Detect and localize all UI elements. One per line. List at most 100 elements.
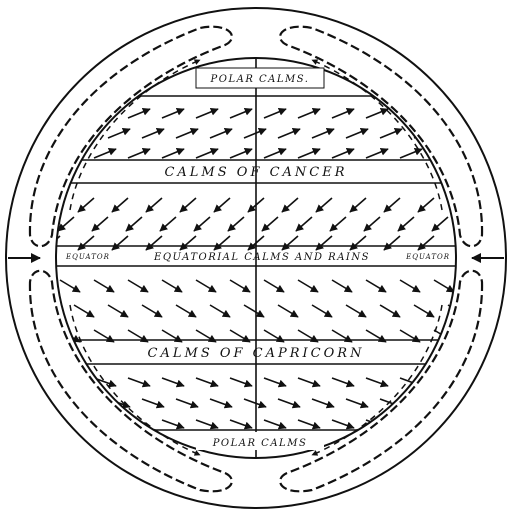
ne-trade-arrow: [78, 236, 94, 250]
south-westerly-arrow: [264, 378, 286, 386]
label-polar-calms-south: POLAR CALMS: [212, 438, 308, 449]
ne-trade-arrow: [350, 236, 366, 250]
south-westerly-arrow: [298, 378, 320, 386]
ne-trade-arrow: [214, 198, 230, 212]
ne-trade-arrow: [364, 217, 380, 231]
north-westerly-arrow: [162, 149, 184, 158]
south-westerly-arrow: [60, 378, 82, 386]
ne-trade-arrow: [384, 198, 400, 212]
se-trade-arrow: [346, 305, 366, 317]
ne-trade-arrow: [330, 217, 346, 231]
north-westerly-arrow: [400, 149, 422, 158]
ne-trade-arrow: [282, 236, 298, 250]
south-westerly-arrow: [278, 399, 300, 407]
south-westerly-arrow: [230, 378, 252, 386]
ne-trade-arrow: [92, 217, 108, 231]
ne-trade-arrow: [78, 198, 94, 212]
south-westerly-arrow: [196, 420, 218, 428]
north-westerly-arrow: [230, 109, 252, 118]
se-trade-arrow: [312, 305, 332, 317]
north-westerly-arrow: [332, 149, 354, 158]
se-trade-arrow: [230, 280, 250, 292]
se-trade-arrow: [400, 280, 420, 292]
ne-trade-arrow: [180, 236, 196, 250]
south-westerly-arrow: [94, 378, 116, 386]
north-westerly-arrow: [312, 129, 334, 138]
ne-trade-arrow: [228, 217, 244, 231]
south-westerly-arrow: [128, 378, 150, 386]
ne-trade-arrow: [282, 198, 298, 212]
south-westerly-arrow: [346, 399, 368, 407]
se-trade-arrow: [448, 305, 468, 317]
north-westerly-arrow: [264, 149, 286, 158]
north-westerly-arrow: [400, 109, 422, 118]
ne-trade-arrow: [384, 236, 400, 250]
north-westerly-arrow: [298, 149, 320, 158]
ne-trade-arrow: [126, 217, 142, 231]
ne-trade-arrow: [350, 198, 366, 212]
ne-trade-arrow: [316, 236, 332, 250]
north-westerly-arrow: [366, 149, 388, 158]
ne-trade-arrow: [112, 236, 128, 250]
ne-trade-arrow: [180, 198, 196, 212]
north-westerly-arrow: [196, 149, 218, 158]
se-trade-arrow: [244, 305, 264, 317]
ne-trade-arrow: [262, 217, 278, 231]
se-trade-arrow: [108, 305, 128, 317]
label-equator-left: EQUATOR: [65, 253, 110, 261]
south-westerly-arrow: [312, 399, 334, 407]
se-trade-arrow: [128, 280, 148, 292]
north-westerly-arrow: [210, 129, 232, 138]
north-westerly-arrow: [366, 109, 388, 118]
se-trade-arrow: [94, 280, 114, 292]
north-westerly-arrow: [434, 149, 456, 158]
north-westerly-arrow: [230, 149, 252, 158]
label-equatorial-calms: EQUATORIAL CALMS AND RAINS: [153, 252, 370, 263]
south-westerly-arrow: [332, 378, 354, 386]
south-westerly-arrow: [298, 420, 320, 428]
ne-trade-arrow: [146, 198, 162, 212]
se-trade-arrow: [74, 305, 94, 317]
north-westerly-arrow: [278, 129, 300, 138]
se-trade-arrow: [414, 305, 434, 317]
north-westerly-arrow: [128, 109, 150, 118]
north-westerly-arrow: [346, 129, 368, 138]
north-westerly-arrow: [380, 129, 402, 138]
ne-trade-arrow: [296, 217, 312, 231]
south-westerly-arrow: [162, 378, 184, 386]
north-westerly-arrow: [128, 149, 150, 158]
se-trade-arrow: [264, 280, 284, 292]
north-westerly-arrow: [108, 129, 130, 138]
se-trade-arrow: [60, 280, 80, 292]
south-westerly-arrow: [332, 420, 354, 428]
se-trade-arrow: [176, 305, 196, 317]
south-westerly-arrow: [142, 399, 164, 407]
ne-trade-arrow: [160, 217, 176, 231]
ne-trade-arrow: [112, 198, 128, 212]
north-westerly-arrow: [332, 109, 354, 118]
south-westerly-arrow: [162, 420, 184, 428]
south-westerly-arrow: [244, 399, 266, 407]
south-westerly-arrow: [210, 399, 232, 407]
north-westerly-arrow: [176, 129, 198, 138]
south-westerly-arrow: [176, 399, 198, 407]
north-westerly-arrow: [60, 109, 82, 118]
se-trade-arrow: [332, 280, 352, 292]
se-trade-arrow: [196, 280, 216, 292]
se-trade-arrow: [162, 280, 182, 292]
label-calms-of-cancer: CALMS OF CANCER: [164, 165, 347, 180]
se-trade-arrow: [298, 280, 318, 292]
north-westerly-arrow: [264, 109, 286, 118]
se-trade-arrow: [366, 280, 386, 292]
north-westerly-arrow: [196, 109, 218, 118]
south-westerly-arrow: [230, 420, 252, 428]
north-westerly-arrow: [298, 109, 320, 118]
north-westerly-arrow: [142, 129, 164, 138]
se-trade-arrow: [210, 305, 230, 317]
se-trade-arrow: [434, 280, 454, 292]
ne-trade-arrow: [398, 217, 414, 231]
label-equator-right: EQUATOR: [405, 253, 450, 261]
north-westerly-arrow: [94, 149, 116, 158]
